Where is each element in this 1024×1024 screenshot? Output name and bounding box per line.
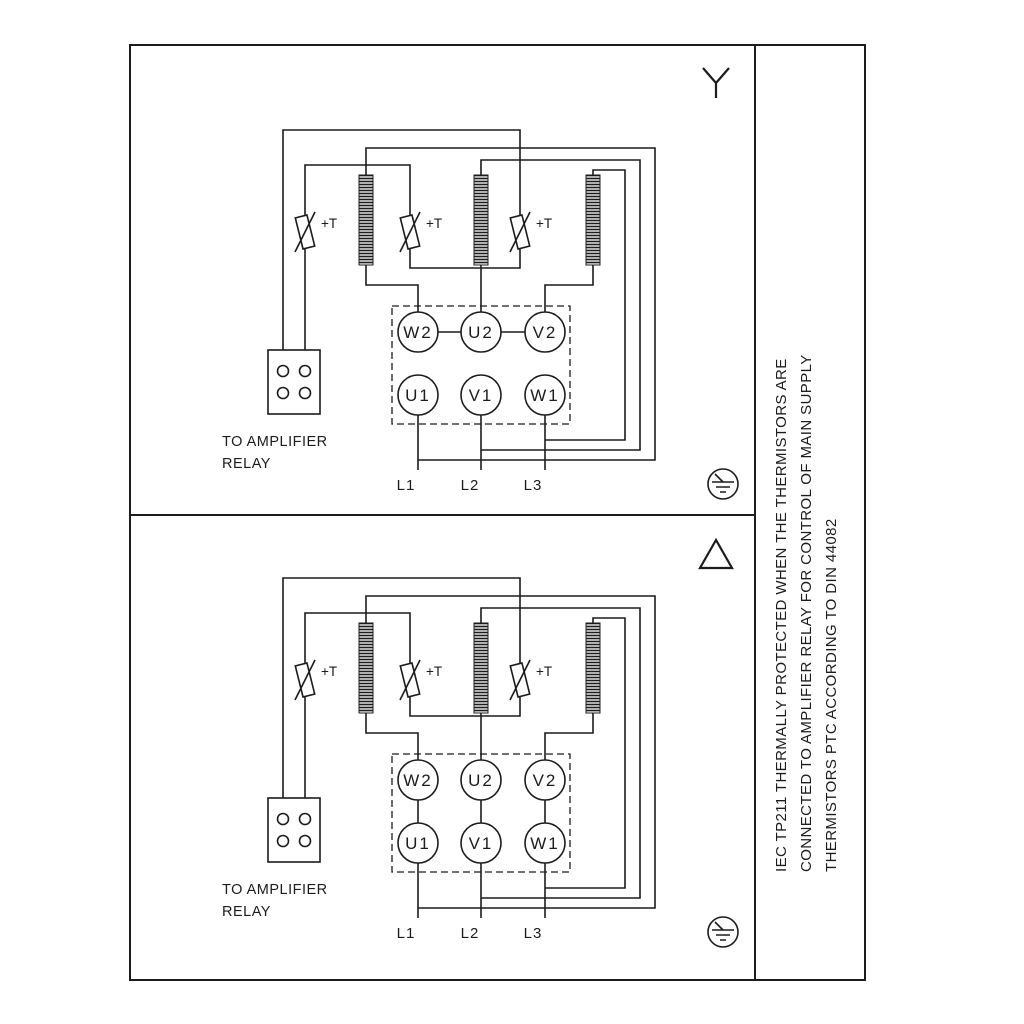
connector-terminal — [276, 834, 290, 848]
connector-terminal — [298, 834, 312, 848]
svg-text:U2: U2 — [468, 323, 494, 342]
amplifier-relay-note-line2: RELAY — [222, 904, 271, 920]
svg-text:V1: V1 — [469, 834, 494, 853]
supply-label-l2: L2 — [461, 925, 480, 942]
side-note-line3: THERMISTORS PTC ACCORDING TO DIN 44082 — [823, 518, 840, 872]
supply-label-l1: L1 — [397, 477, 416, 494]
side-note: IEC TP211 THERMALLY PROTECTED WHEN THE T… — [773, 354, 840, 872]
terminal-v2: V2 — [524, 311, 566, 353]
supply-label-l2: L2 — [461, 477, 480, 494]
terminal-w1: W1 — [524, 822, 566, 864]
panel-star: +T +T +T TO AMPLIFIER RELAY — [222, 67, 739, 500]
thermistor-label: +T — [536, 216, 552, 231]
thermistor-label: +T — [426, 216, 442, 231]
thermistor-icon: +T — [399, 211, 442, 253]
svg-text:U1: U1 — [405, 386, 431, 405]
svg-text:V1: V1 — [469, 386, 494, 405]
thermistor-icon: +T — [294, 211, 337, 253]
terminal-w2: W2 — [397, 311, 439, 353]
winding-icon — [358, 174, 374, 266]
terminal-w2: W2 — [397, 759, 439, 801]
terminal-u1: U1 — [397, 374, 439, 416]
svg-text:V2: V2 — [533, 323, 558, 342]
wiring-lines — [282, 129, 656, 470]
winding-icon — [358, 622, 374, 714]
terminal-u2: U2 — [460, 311, 502, 353]
thermistor-label: +T — [536, 664, 552, 679]
earth-ground-icon — [707, 468, 739, 500]
amplifier-connector — [267, 349, 321, 415]
terminal-box — [391, 753, 571, 873]
side-note-line2: CONNECTED TO AMPLIFIER RELAY FOR CONTROL… — [798, 354, 815, 872]
terminal-v2: V2 — [524, 759, 566, 801]
connector-terminal — [298, 812, 312, 826]
thermistors: +T +T +T — [294, 211, 552, 253]
side-note-line1: IEC TP211 THERMALLY PROTECTED WHEN THE T… — [773, 358, 790, 872]
connector-terminal — [276, 364, 290, 378]
terminal-box — [391, 305, 571, 425]
supply-label-l3: L3 — [524, 925, 543, 942]
thermistor-icon: +T — [509, 659, 552, 701]
thermistor-icon: +T — [509, 211, 552, 253]
connector-terminal — [298, 364, 312, 378]
svg-text:U1: U1 — [405, 834, 431, 853]
winding-icon — [473, 622, 489, 714]
connector-terminal — [276, 386, 290, 400]
amplifier-relay-note-line2: RELAY — [222, 456, 271, 472]
thermistor-label: +T — [426, 664, 442, 679]
terminal-u2: U2 — [460, 759, 502, 801]
terminal-u1: U1 — [397, 822, 439, 864]
star-connection-icon — [702, 67, 730, 98]
supply-label-l3: L3 — [524, 477, 543, 494]
amplifier-relay-note-line1: TO AMPLIFIER — [222, 434, 328, 450]
terminal-w1: W1 — [524, 374, 566, 416]
connector-terminal — [276, 812, 290, 826]
amplifier-relay-note-line1: TO AMPLIFIER — [222, 882, 328, 898]
motor-windings — [358, 174, 601, 266]
amplifier-connector — [267, 797, 321, 863]
thermistor-icon: +T — [399, 659, 442, 701]
thermistors: +T +T +T — [294, 659, 552, 701]
svg-text:W2: W2 — [403, 771, 433, 790]
earth-ground-icon — [707, 916, 739, 948]
panel-delta: +T +T +T TO AMPLIF — [222, 537, 739, 948]
winding-icon — [585, 622, 601, 714]
motor-windings — [358, 622, 601, 714]
connector-terminal — [298, 386, 312, 400]
svg-text:U2: U2 — [468, 771, 494, 790]
svg-text:W1: W1 — [530, 834, 560, 853]
diagram-frame — [129, 44, 866, 981]
thermistor-icon: +T — [294, 659, 337, 701]
delta-connection-icon — [698, 537, 734, 570]
thermistor-label: +T — [321, 664, 337, 679]
wiring-lines — [282, 577, 656, 918]
terminal-v1: V1 — [460, 374, 502, 416]
winding-icon — [473, 174, 489, 266]
thermistor-label: +T — [321, 216, 337, 231]
svg-text:W1: W1 — [530, 386, 560, 405]
supply-label-l1: L1 — [397, 925, 416, 942]
winding-icon — [585, 174, 601, 266]
svg-text:V2: V2 — [533, 771, 558, 790]
svg-text:W2: W2 — [403, 323, 433, 342]
terminal-v1: V1 — [460, 822, 502, 864]
